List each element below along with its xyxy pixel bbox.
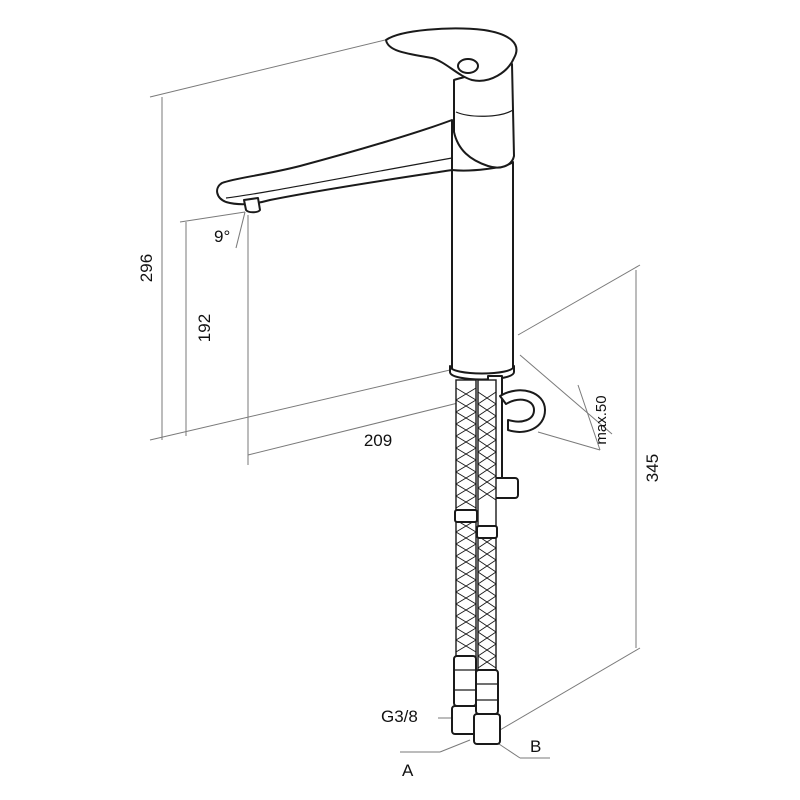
spout-arm [216,119,453,206]
label-total-height: 296 [137,254,156,282]
dimension-lines [149,39,641,759]
aerator [243,197,261,214]
faucet-body [216,27,518,381]
mounting-nut [493,477,519,499]
mounting-bracket [499,389,546,433]
label-thread: G3/8 [381,707,418,726]
label-connection-b: B [530,737,541,756]
supply-hoses [451,379,501,745]
lever-handle [385,27,518,82]
label-max-thickness: max.50 [593,395,610,444]
label-spout-angle: 9° [214,227,230,246]
label-hose-length: 345 [643,454,662,482]
fitting-b [475,669,499,715]
faucet-column [451,161,514,377]
label-connection-a: A [402,761,414,780]
fitting-a [453,655,477,707]
label-spout-height: 192 [195,314,214,342]
label-spout-reach: 209 [364,431,392,450]
